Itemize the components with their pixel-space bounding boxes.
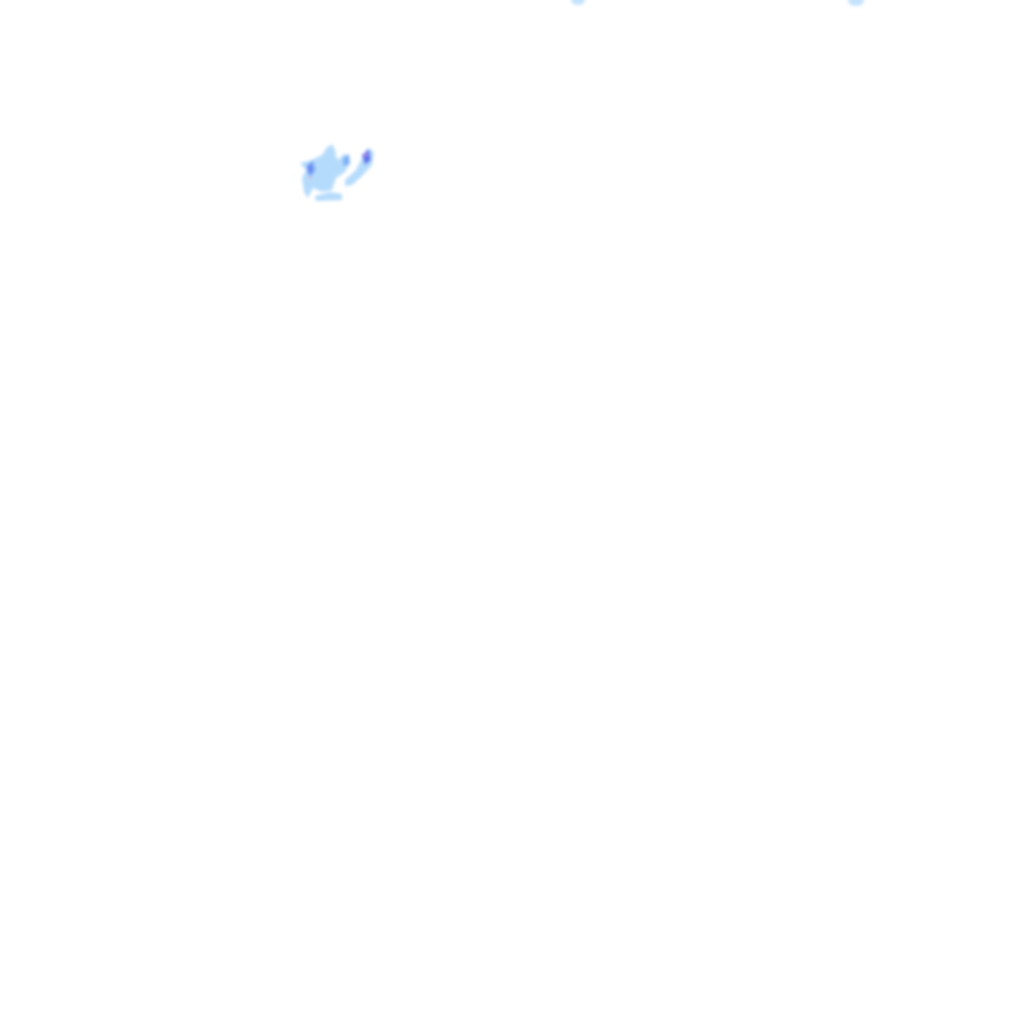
echo-light	[325, 144, 336, 162]
echo-medium	[343, 154, 350, 166]
echo-peak	[308, 176, 312, 180]
echo-heavy	[362, 149, 371, 165]
echo-heavy	[307, 163, 313, 174]
echo-light	[315, 192, 342, 201]
precipitation-cluster	[300, 0, 864, 201]
echo-light	[571, 0, 585, 5]
echo-peak	[364, 153, 368, 157]
echo-light	[300, 146, 350, 198]
echo-light	[848, 0, 864, 6]
